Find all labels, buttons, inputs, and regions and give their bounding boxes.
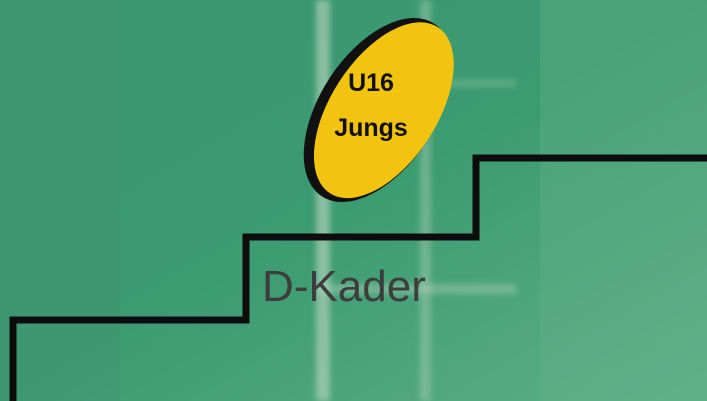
rugby-ball [303, 18, 454, 202]
level-label: D-Kader [262, 262, 426, 311]
ball-label-line1: U16 [348, 69, 394, 97]
ball-label-line2: Jungs [334, 114, 408, 142]
stairs-line [9, 154, 707, 401]
ball-body [313, 22, 454, 199]
